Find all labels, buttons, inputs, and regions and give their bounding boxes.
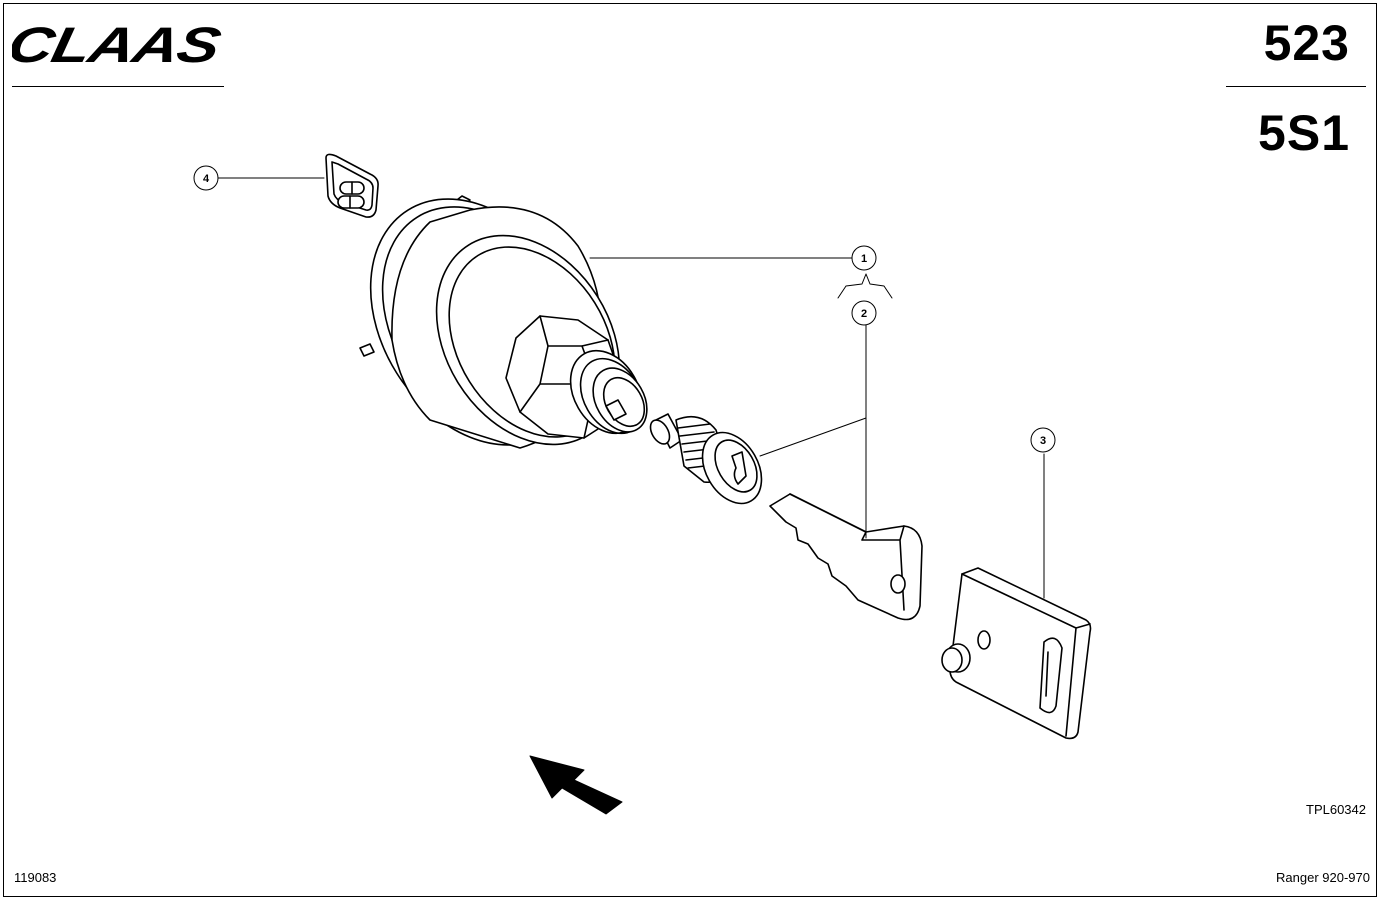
page-frame <box>3 3 1377 897</box>
illustration-reference: TPL60342 <box>1306 802 1366 817</box>
page-number-divider <box>1226 86 1366 87</box>
page-number: 523 <box>1263 15 1350 71</box>
direction-arrow-icon <box>529 755 623 815</box>
brand-logo: CLAAS <box>12 20 226 68</box>
key-part <box>769 321 923 621</box>
mounting-plate-part <box>941 453 1092 740</box>
callout-2-number: 2 <box>861 308 867 320</box>
lock-cylinder-part <box>649 413 867 505</box>
callout-2: 2 <box>851 300 877 326</box>
callout-3: 3 <box>1030 427 1056 453</box>
callout-1: 1 <box>851 245 877 271</box>
model-range: Ranger 920-970 <box>1276 870 1370 885</box>
logo-underline <box>12 86 224 87</box>
document-number: 119083 <box>14 870 57 885</box>
switch-cover-part <box>325 153 379 218</box>
ignition-switch-part <box>359 195 853 449</box>
callout-4-number: 4 <box>203 173 210 185</box>
callout-3-number: 3 <box>1040 435 1046 447</box>
group-code: 5S1 <box>1258 105 1350 161</box>
callout-4: 4 <box>193 165 219 191</box>
brand-logo-text: CLAAS <box>12 20 226 68</box>
callout-1-number: 1 <box>861 253 867 265</box>
